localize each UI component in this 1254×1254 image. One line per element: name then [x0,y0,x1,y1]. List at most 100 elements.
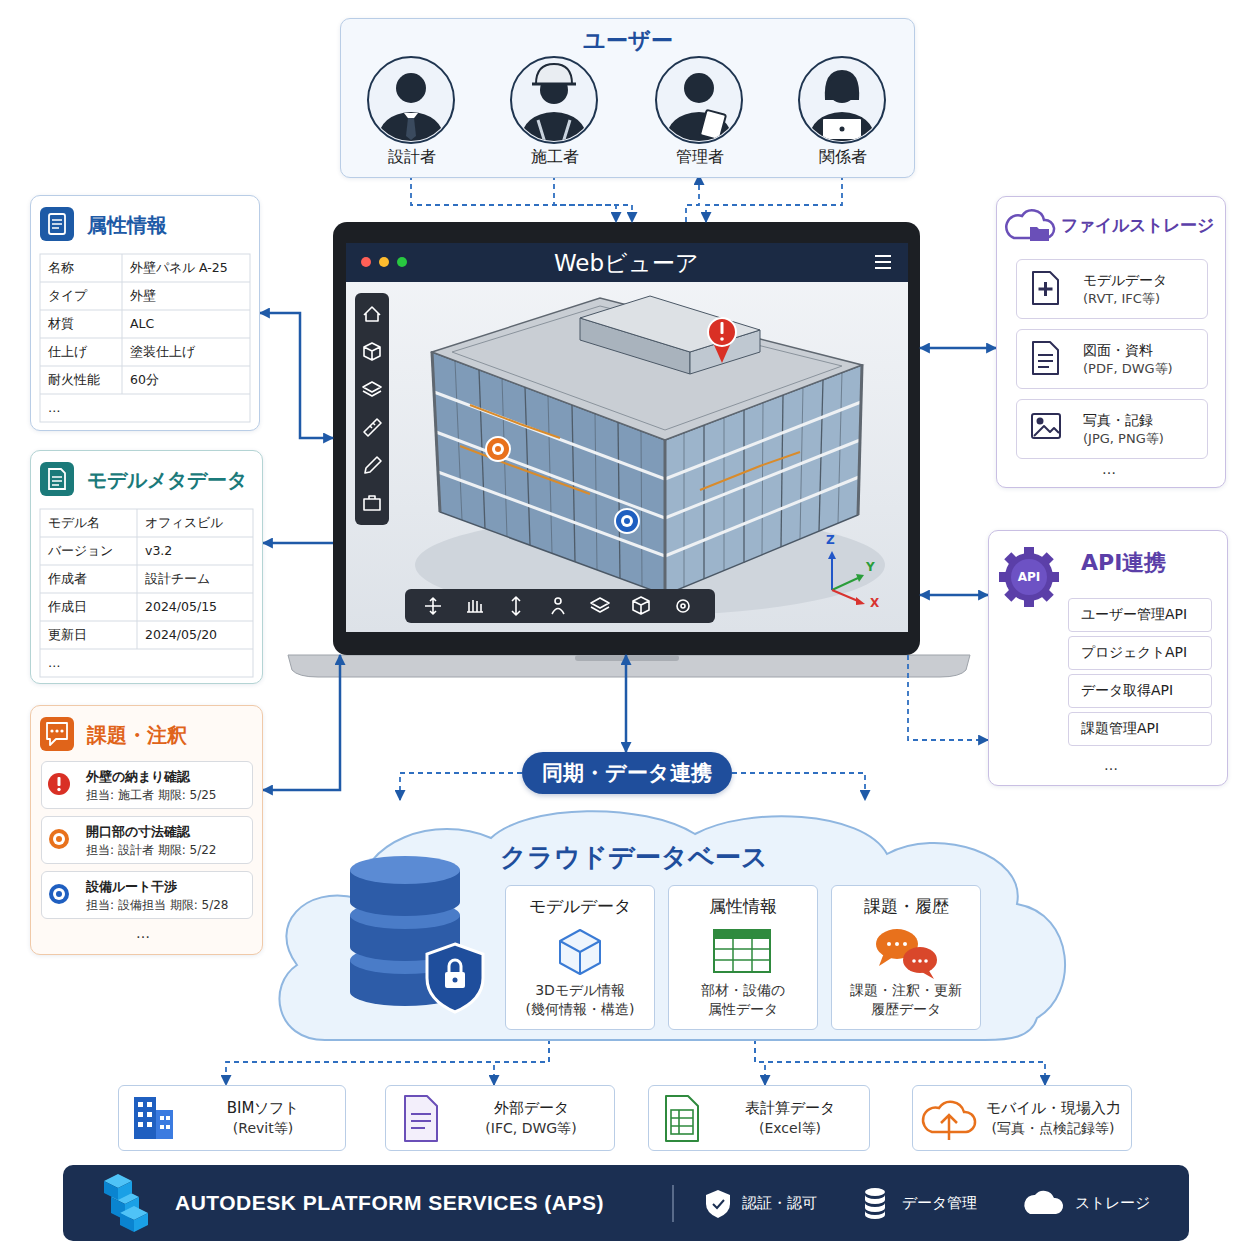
database-icon [350,915,460,961]
axis-gizmo [856,597,865,605]
node-text: プロジェクトAPI [1081,644,1187,662]
file-icon [1033,272,1058,304]
node-text: 外壁の納まり確認 [86,768,248,785]
viewer-toolbar [425,598,441,614]
aps-logo [134,1213,148,1232]
database-icon [350,856,460,884]
axis-gizmo [828,551,836,559]
aps-logo [104,1181,118,1200]
user-avatar [808,112,876,146]
node-text: モデルメタデータ [87,467,258,493]
ellipsis: … [1102,460,1116,478]
building-model [595,413,597,570]
node-text: BIMソフト [187,1098,339,1118]
building-model [665,477,859,556]
issue-icon [53,888,65,900]
user-avatar [808,70,876,146]
node-text: 開口部の寸法確認 [86,823,248,840]
source-icon [923,1102,975,1132]
node-text: モデルデータ [512,895,648,917]
viewer-toolbar [405,589,715,623]
node-text: (IFC, DWG等) [454,1118,608,1138]
source-box: モバイル・現場入力(写真・点検記録等) [912,1085,1132,1151]
user-node: 関係者 [788,57,898,175]
user-avatar [828,75,856,103]
node-text: (JPG, PNG等) [1083,430,1203,448]
label-slot: … [1102,460,1116,478]
axis-gizmo [832,578,858,590]
table-cell: 2024/05/15 [145,593,217,621]
connector [732,773,865,800]
source-icon [138,1102,170,1129]
issue-pins [492,443,504,455]
viewer-toolbar [355,293,389,525]
panel-icon [55,729,58,732]
viewer-toolbar [425,597,689,615]
building-model [724,417,725,571]
building-model [432,352,665,595]
viewer-toolbar [512,597,520,615]
file-item: 図面・資料(PDF, DWG等) [1016,329,1208,389]
axis-label: Z [826,533,835,548]
label-slot: 塗装仕上げ [130,338,195,366]
aps-feature-icon [706,1190,730,1218]
building-model [502,378,507,537]
building-model [525,387,530,545]
issue-pins [621,515,633,527]
issue-panel: 課題・注釈外壁の納まり確認担当: 施工者 期限: 5/25開口部の寸法確認担当:… [30,705,263,955]
data-icon [714,930,770,972]
user-avatar [700,110,726,140]
connector [908,655,988,740]
source-icon [666,1096,698,1141]
user-avatar [656,57,742,143]
label-slot: v3.2 [145,537,172,565]
aps-logo [120,1206,148,1220]
user-avatar [799,57,885,143]
panel-icon [47,723,67,745]
panel-icon [1030,227,1049,241]
aps-feature-icon [865,1188,885,1196]
user-avatar [396,73,426,103]
label-slot: … [1104,756,1118,774]
ellipsis: … [1104,756,1118,774]
table-cell: v3.2 [145,537,172,565]
storage-panel: ファイルストレージモデルデータ(RVT, IFC等)図面・資料(PDF, DWG… [996,196,1226,488]
laptop-screen [397,257,407,267]
viewer-toolbar [555,598,561,604]
panel-icon [49,214,65,234]
connector [686,175,699,222]
axis-label: X [870,596,879,611]
viewer-toolbar [633,597,649,614]
source-icon [166,1116,170,1120]
node-text: クラウドデータベース [425,842,843,872]
issue-icon [53,833,65,845]
issue-icon [49,829,69,849]
user-avatar [368,57,885,146]
api-panel: API連携ユーザー管理APIプロジェクトAPIデータ取得API課題管理API [988,530,1228,786]
table-cell: 仕上げ [48,338,87,366]
user-avatar [404,113,418,122]
label-slot: 作成者 [48,565,87,593]
file-icon [1039,282,1053,296]
table-cell: 2024/05/20 [145,621,217,649]
axis-label: Y [866,560,875,575]
building-model [479,370,823,579]
issue-icon [58,777,61,786]
building-model [452,306,842,430]
database-box: モデルデータ3Dモデル情報 (幾何情報・構造) [505,885,655,1030]
label-slot: ALC [130,310,154,338]
source-icon [147,1122,152,1127]
connector [260,313,333,438]
viewer-toolbar [681,604,685,608]
data-icon [560,929,937,979]
file-icon [1038,419,1043,424]
table-cell: 作成者 [48,565,87,593]
issue-pins [711,338,733,363]
aps-logo [104,1174,132,1188]
table-cell: バージョン [48,537,113,565]
user-avatar [840,127,845,132]
panel-icon [40,207,74,241]
issue-icon [57,788,60,791]
api-item: ユーザー管理API [1068,598,1212,632]
info-panel: モデルメタデータ [30,450,263,684]
